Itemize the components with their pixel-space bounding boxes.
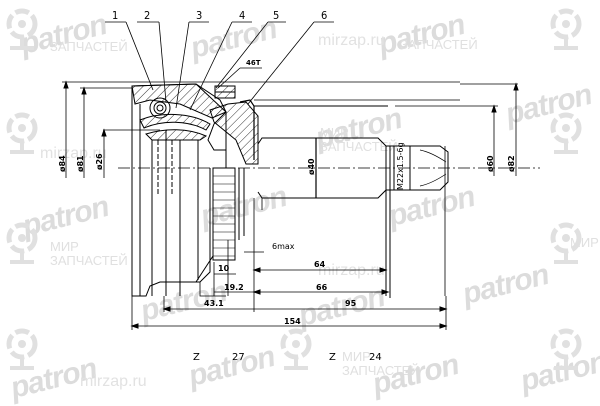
callout-2: 2: [144, 9, 151, 22]
dim-hub-seat: ø60: [486, 155, 495, 172]
callout-5: 5: [273, 9, 280, 22]
dim-shaft: ø40: [307, 158, 316, 175]
seal-teeth-label: 46T: [246, 59, 261, 67]
dim-shaft-66: 66: [316, 283, 328, 292]
callout-6: 6: [321, 9, 328, 22]
dim-abs-ring-width: 10: [218, 264, 230, 273]
callout-1: 1: [112, 9, 119, 22]
dim-housing-flange: ø81: [76, 155, 85, 172]
dim-inner-bore: ø26: [95, 153, 104, 170]
dim-thread: M22x1.5-6g: [396, 142, 405, 190]
callout-3: 3: [196, 9, 203, 22]
teeth-count-value: 27: [232, 352, 245, 363]
dim-housing-to-center: 43.1: [204, 299, 224, 308]
teeth-count-prefix: Z: [329, 352, 336, 363]
dim-outer-housing: ø84: [58, 155, 67, 172]
callout-4: 4: [239, 9, 246, 22]
dim-shaft-95: 95: [345, 299, 357, 308]
dim-overall-length: 154: [284, 317, 301, 326]
dim-abs-offset: 19.2: [224, 283, 244, 292]
teeth-count-prefix: Z: [193, 352, 200, 363]
dim-hub-outer: ø82: [507, 155, 516, 172]
teeth-count-value: 24: [369, 352, 382, 363]
abs-gap-label: 6max: [272, 242, 295, 251]
dim-shaft-64: 64: [314, 260, 326, 269]
